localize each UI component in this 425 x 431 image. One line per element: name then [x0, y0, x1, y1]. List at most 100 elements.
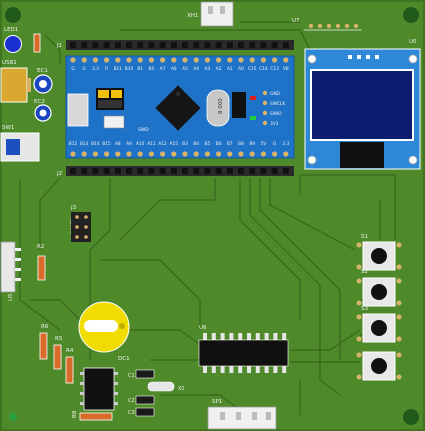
header-pin: [249, 42, 256, 48]
j3-label: J3: [70, 205, 77, 211]
mcu-top-pads: [70, 57, 289, 63]
ic-pin: [238, 333, 243, 340]
mcu-pin-label: B12: [69, 141, 78, 147]
swd-pads: [262, 90, 268, 126]
ic-pin: [229, 366, 234, 373]
header-pin: [103, 42, 110, 48]
mcu-pin-label: B5: [205, 141, 211, 147]
header-pin: [114, 168, 121, 174]
mcu-reset-button: [103, 115, 125, 129]
mcu-pad: [148, 57, 154, 63]
header-pin: [126, 168, 132, 174]
mcu-pin-label: A15: [170, 141, 179, 147]
u6-pins-top: [203, 333, 287, 340]
usb1-pins: [27, 78, 31, 92]
j2-pins: [70, 168, 289, 174]
header-pin: [114, 42, 121, 48]
header-pin: [81, 42, 88, 48]
mcu-pad: [272, 57, 278, 63]
mcu-pad: [283, 57, 289, 63]
header-pin: [226, 168, 233, 174]
push-button-s1: S1: [356, 234, 402, 271]
ic-pin: [264, 333, 269, 340]
sp1-pins: [220, 412, 271, 420]
mcu-pad: [115, 57, 121, 63]
mcu-pad: [137, 57, 143, 63]
mcu-pad: [260, 151, 266, 157]
header-pin: [148, 168, 155, 174]
mcu-pad: [160, 151, 166, 157]
mcu-pin-label: B4: [193, 141, 199, 147]
r8-label: R8: [72, 410, 78, 418]
boot-jumper-pins: [98, 100, 122, 108]
mcu-bottom-pads: [70, 151, 289, 157]
u7-label: U7: [292, 18, 300, 24]
mcu-pin-label: VB: [283, 66, 289, 72]
u7-header: [308, 23, 359, 29]
mcu-pad: [216, 151, 222, 157]
s2-label: S2: [361, 269, 368, 275]
header-pin: [159, 168, 166, 174]
u5-label: U5: [8, 293, 14, 301]
c3-label: C3: [128, 410, 135, 416]
mounting-hole: [403, 409, 419, 425]
mcu-pad: [104, 57, 110, 63]
ic-pin: [203, 366, 207, 373]
sw1-switch: [0, 132, 40, 162]
j2-header: [66, 166, 294, 176]
j2-label: J2: [56, 171, 62, 177]
xh1-pin: [208, 6, 213, 14]
mcu-crystal: [206, 89, 230, 127]
r6-label: R6: [41, 324, 49, 330]
ic-pin: [229, 333, 234, 340]
swd-mark: SWD: [138, 127, 149, 133]
header-pin: [137, 42, 144, 48]
ec2-label: EC2: [34, 99, 45, 105]
mcu-pin-label: G: [83, 66, 86, 72]
header-pin: [193, 42, 200, 48]
r2-label: R2: [37, 244, 44, 250]
header-pin: [81, 168, 88, 174]
xh1-connector: [200, 1, 234, 27]
s1-label: S1: [361, 234, 368, 240]
header-pin: [159, 42, 166, 48]
oled-flex-cable: [340, 142, 384, 168]
mcu-pin-label: 3.3: [282, 141, 289, 147]
header-pin: [226, 42, 233, 48]
mcu-pin-label: A2: [216, 66, 222, 72]
x1-label: X1: [178, 386, 185, 392]
mcu-pad: [81, 151, 87, 157]
ec1-label: EC1: [37, 68, 48, 74]
mcu-pin-label: B7: [227, 141, 233, 147]
mcu-pin-label: G: [273, 141, 276, 147]
header-pin: [238, 168, 244, 174]
push-button-s4: [356, 351, 402, 381]
resistor-r1: [33, 33, 41, 53]
mcu-pad: [204, 57, 210, 63]
mcu-pin-label: A7: [160, 66, 166, 72]
mcu-pin-label: G: [71, 66, 74, 72]
crystal-x1: [147, 381, 175, 392]
mcu-pin-label: 3.3: [92, 66, 99, 72]
ic-pin: [211, 333, 216, 340]
header-pin: [92, 42, 99, 48]
mcu-pin-label: A4: [193, 66, 199, 72]
mcu-pin-label: C15: [248, 66, 257, 72]
oled-screen: [310, 69, 414, 141]
header-pin: [282, 168, 289, 174]
ic-pin: [282, 366, 287, 373]
mcu-pad: [126, 57, 132, 63]
header-pin: [260, 42, 267, 48]
mcu-regulator: [232, 92, 246, 118]
header-pin: [70, 42, 76, 48]
resistor-r5: [53, 344, 62, 370]
swd-pin-label: SWCLK: [270, 101, 285, 107]
mcu-pin-label: C13: [270, 66, 279, 72]
boot-jumper: [111, 90, 122, 98]
u6-chip: [198, 339, 289, 367]
usb1-connector: [0, 67, 28, 103]
header-pin: [249, 168, 256, 174]
header-pin: [92, 168, 99, 174]
sp1-label: SP1: [212, 399, 222, 405]
